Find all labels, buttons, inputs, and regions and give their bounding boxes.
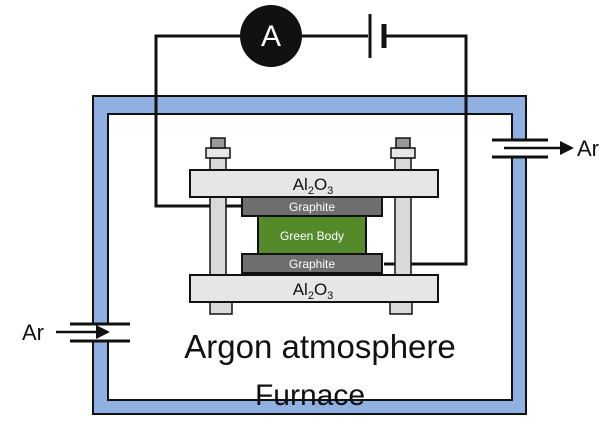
atmosphere-label: Argon atmosphere bbox=[184, 328, 456, 365]
circuit-wire-left bbox=[154, 34, 244, 208]
top-graphite-label: Graphite bbox=[289, 200, 335, 214]
bottom-plate-label: Al2O3 bbox=[293, 280, 334, 302]
right-post-upper bbox=[394, 157, 412, 171]
gas-inlet-arrow-head bbox=[96, 325, 110, 339]
green-body bbox=[257, 215, 367, 255]
top-plate-label: Al2O3 bbox=[293, 175, 334, 197]
right-post-foot bbox=[389, 301, 413, 315]
green-body-label: Green Body bbox=[280, 229, 344, 243]
furnace-label: Furnace bbox=[255, 379, 365, 412]
left-post bbox=[209, 195, 227, 277]
bottom-graphite-label: Graphite bbox=[289, 257, 335, 271]
right-post-nut bbox=[390, 147, 416, 159]
ammeter-symbol: A bbox=[261, 20, 281, 53]
left-post-upper bbox=[209, 157, 227, 171]
right-post bbox=[394, 195, 412, 277]
circuit-wire-right bbox=[384, 34, 468, 266]
left-post-foot bbox=[209, 301, 233, 315]
bottom-alumina-plate bbox=[189, 274, 439, 303]
ammeter-circle bbox=[240, 5, 302, 67]
right-post-bolt bbox=[395, 137, 411, 149]
left-post-nut bbox=[205, 147, 231, 159]
bottom-graphite bbox=[241, 253, 383, 274]
left-post-bolt bbox=[210, 137, 226, 149]
furnace-wall bbox=[92, 95, 527, 415]
gas-inlet-label: Ar bbox=[22, 320, 44, 345]
gas-outlet-label: Ar bbox=[577, 136, 599, 161]
gas-outlet-arrow-head bbox=[560, 141, 574, 155]
